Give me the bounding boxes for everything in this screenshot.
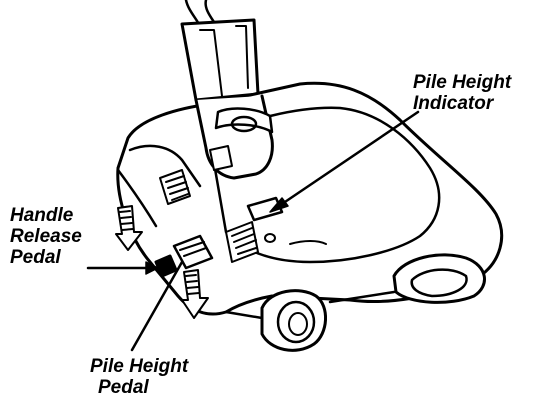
leader-handle-release-pedal-head xyxy=(145,261,159,275)
handle-release-down-arrow xyxy=(115,205,143,251)
label-pile-height-pedal-line2: Pedal xyxy=(98,377,149,398)
label-handle-release-pedal-line2: Release xyxy=(10,226,82,247)
leader-pile-height-indicator-head xyxy=(269,197,289,213)
front-bumper xyxy=(128,144,202,188)
label-pile-height-indicator-line1: Pile Height xyxy=(413,72,512,93)
label-handle-release-pedal-line3: Pedal xyxy=(10,247,61,268)
chassis-underline xyxy=(224,290,396,320)
label-pile-height-pedal: Pile Height Pedal xyxy=(90,356,188,398)
handle-release-pedal xyxy=(154,254,178,278)
indicator-slot xyxy=(289,240,327,245)
label-pile-height-indicator-line2: Indicator xyxy=(413,93,494,114)
label-handle-release-pedal: Handle Release Pedal xyxy=(10,205,82,268)
right-grille xyxy=(225,221,259,263)
front-wheel xyxy=(260,289,327,352)
label-handle-release-pedal-line1: Handle xyxy=(10,205,74,226)
left-grille xyxy=(159,169,191,205)
top-cover xyxy=(208,106,441,264)
label-pile-height-indicator: Pile Height Indicator xyxy=(413,72,511,114)
front-bumper-lip xyxy=(116,168,158,228)
rear-wheel-right xyxy=(392,253,486,304)
handle-tube-slot xyxy=(199,25,249,97)
pile-height-pedal-detail xyxy=(179,241,207,257)
swivel-collar xyxy=(214,107,274,134)
leader-pile-height-indicator xyxy=(274,110,420,210)
neck-latch xyxy=(209,145,233,171)
label-pile-height-pedal-line1: Pile Height xyxy=(90,356,189,377)
leader-pile-height-pedal xyxy=(130,260,184,352)
pile-height-indicator-window xyxy=(246,196,284,222)
indicator-dot xyxy=(264,233,276,243)
swivel-knob xyxy=(230,115,258,133)
pile-height-down-arrow xyxy=(181,269,209,319)
